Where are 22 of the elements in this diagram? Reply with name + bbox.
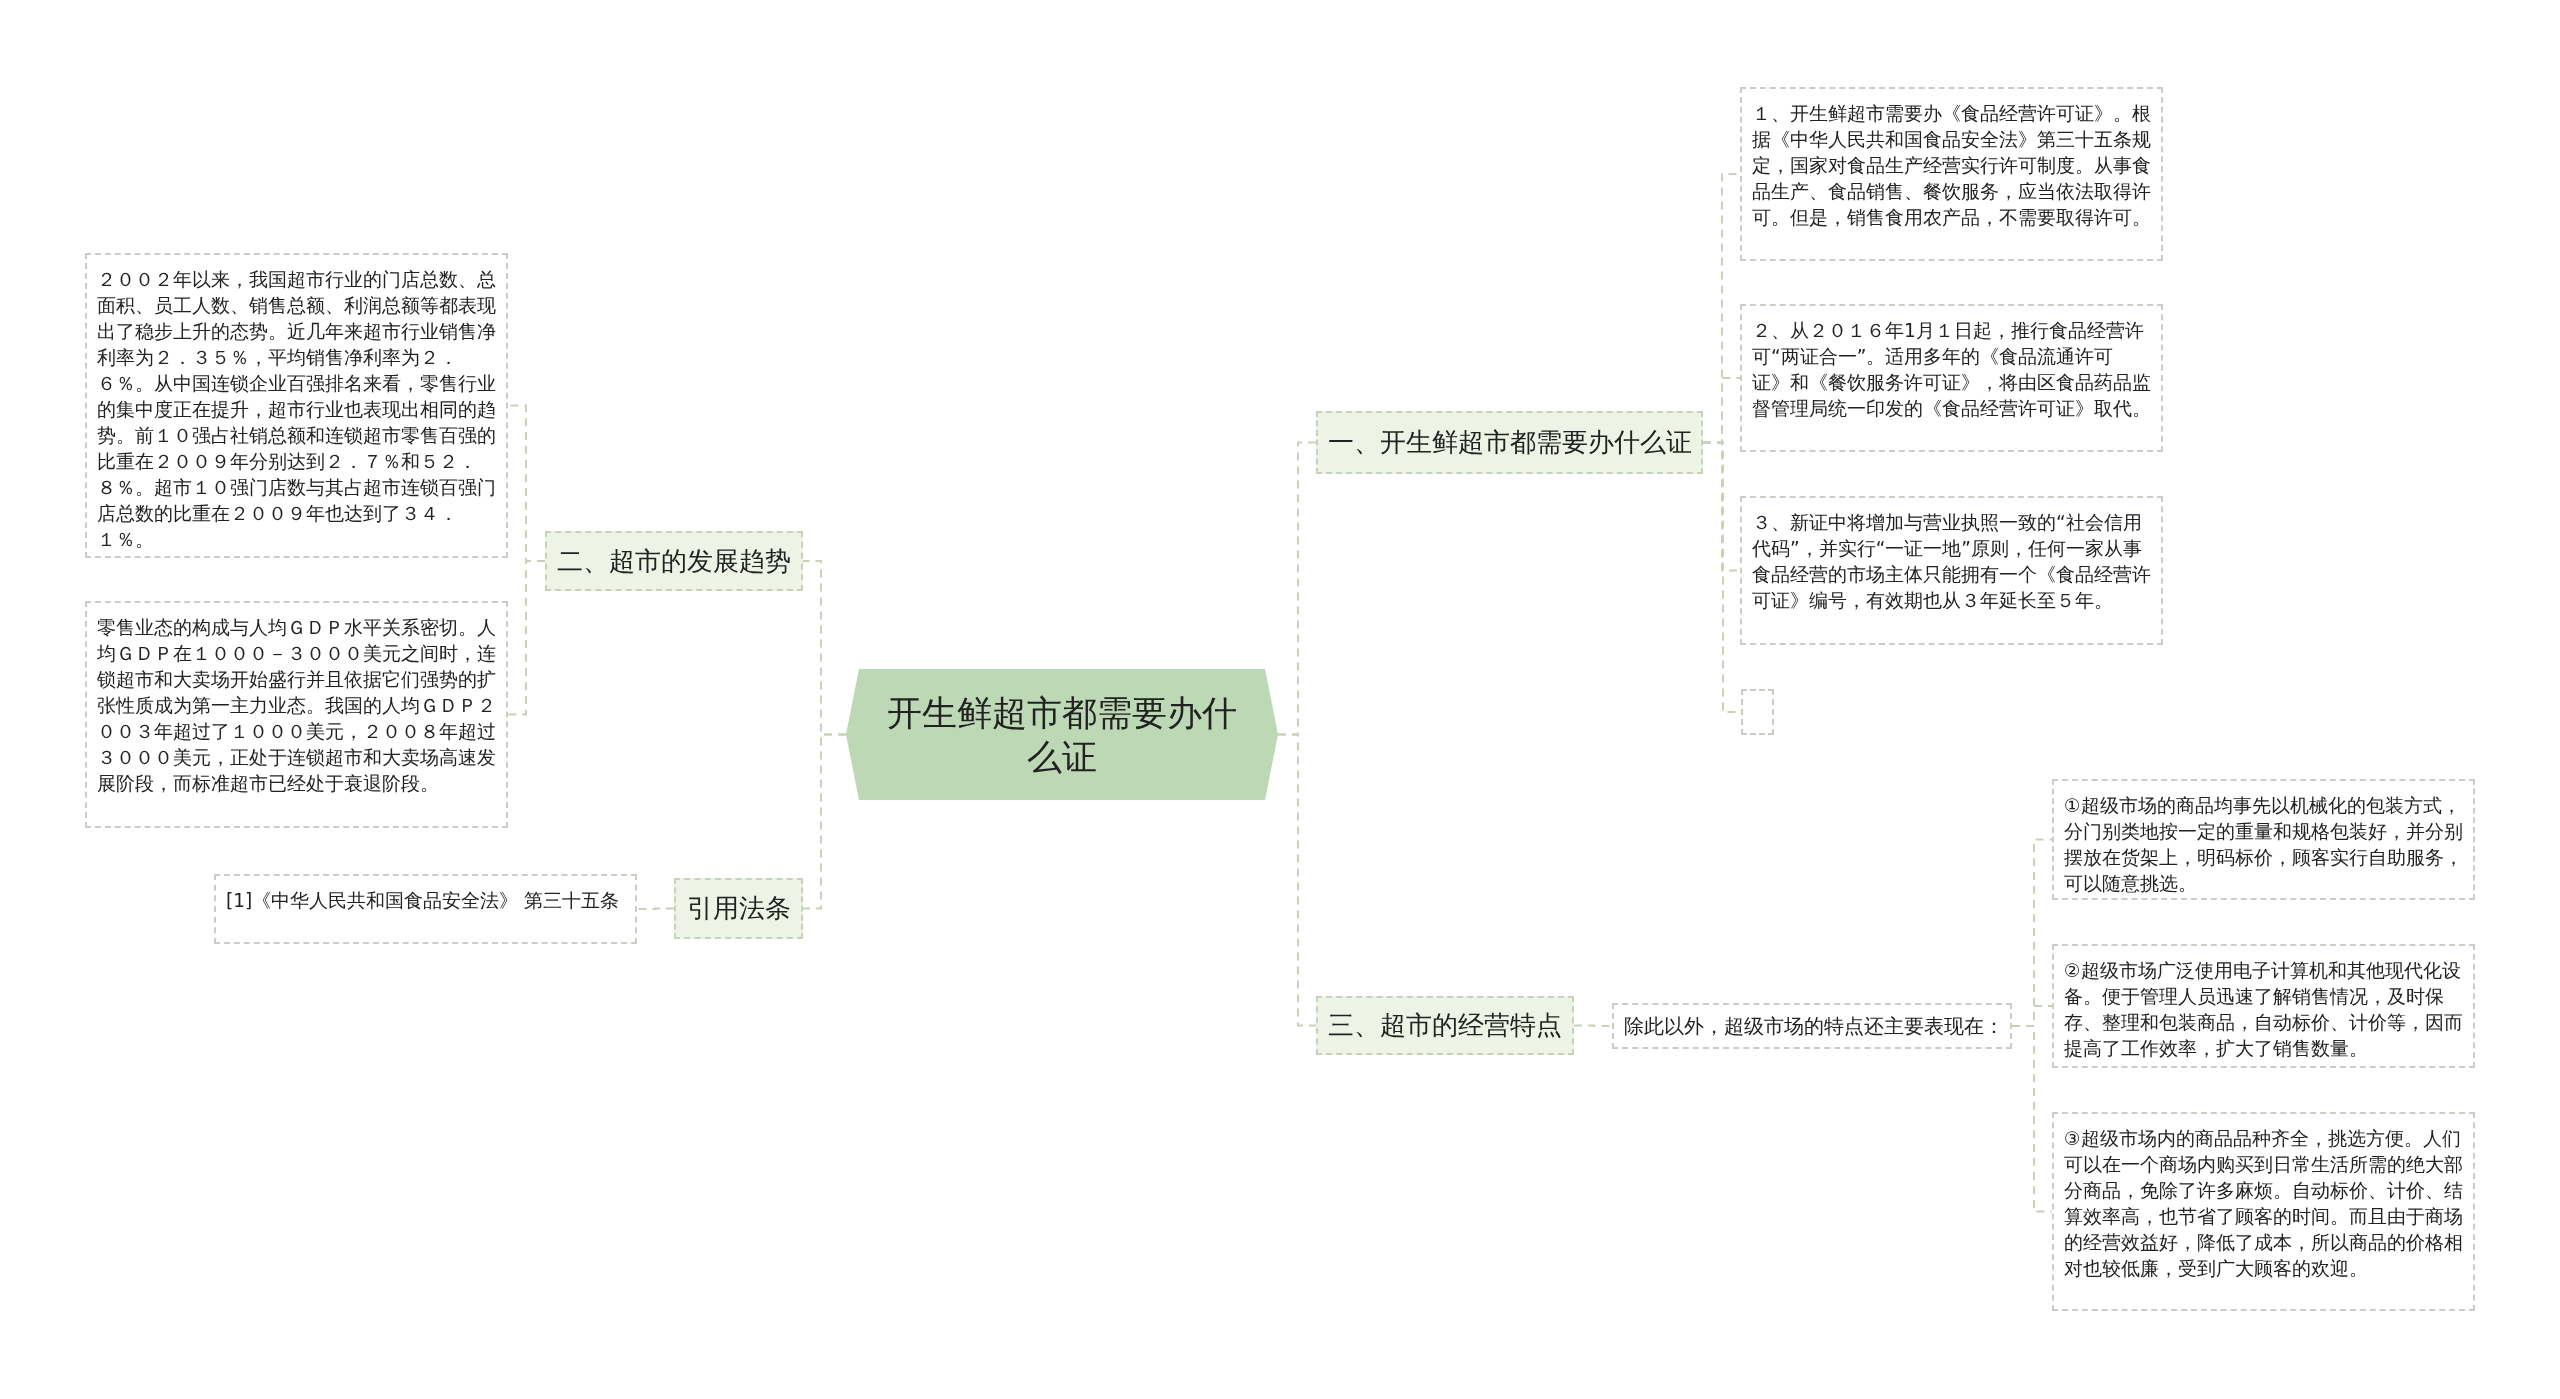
text-box: ①超级市场的商品均事先以机械化的包装方式，分门别类地按一定的重量和规格包装好，并分别摆放在货架上，明码标价，顾客实行自助服务，可以随意挑选。	[2052, 779, 2475, 900]
central-topic: 开生鲜超市都需要办什么证	[846, 669, 1278, 800]
text-box: ②超级市场广泛使用电子计算机和其他现代化设备。便于管理人员迅速了解销售情况，及时保存、整理和包装商品，自动标价、计价等，因而提高了工作效率，扩大了销售数量。	[2052, 944, 2475, 1068]
topic-box: 一、开生鲜超市都需要办什么证	[1316, 411, 1703, 474]
connector-line	[1573, 1024, 1613, 1027]
empty-box	[1741, 689, 1774, 735]
connector-line	[507, 560, 546, 716]
topic-box: 二、超市的发展趋势	[545, 531, 803, 591]
connector-line	[636, 907, 675, 910]
text-box: ２００２年以来，我国超市行业的门店总数、总面积、员工人数、销售总额、利润总额等都表现出了稳步上升的态势。近几年来超市行业销售净利率为２．３５％，平均销售净利率为２．６％。从中国连锁企业百强排名来看，零售行业的集中度正在提升，超市行业也表现出相同的趋势。前１０强占社销总额和连锁超市零售百强的比重在２００９年分别达到２．７％和５２．８％。超市１０强门店数与其占超市连锁百强门店总数的比重在２００９年也达到了３４．１％。	[85, 253, 508, 558]
topic-box: 三、超市的经营特点	[1316, 996, 1574, 1055]
text-box: 除此以外，超级市场的特点还主要表现在：	[1612, 1003, 2012, 1049]
topic-box: 引用法条	[674, 878, 803, 939]
text-box: ③超级市场内的商品品种齐全，挑选方便。人们可以在一个商场内购买到日常生活所需的绝大部分商品，免除了许多麻烦。自动标价、计价、结算效率高，也节省了顾客的时间。而且由于商场的经营效益好，降低了成本，所以商品的价格相对也较低廉，受到广大顾客的欢迎。	[2052, 1112, 2475, 1311]
text-box: ２、从２０１６年1月１日起，推行食品经营许可“两证合一”。适用多年的《食品流通许可证》和《餐饮服务许可证》，将由区食品药品监督管理局统一印发的《食品经营许可证》取代。	[1740, 304, 2163, 452]
text-box: [1]《中华人民共和国食品安全法》 第三十五条	[214, 874, 637, 944]
text-box: １、开生鲜超市需要办《食品经营许可证》。根据《中华人民共和国食品安全法》第三十五条规定，国家对食品生产经营实行许可制度。从事食品生产、食品销售、餐饮服务，应当依法取得许可。但是，销售食用农产品，不需要取得许可。	[1740, 87, 2163, 261]
text-box: ３、新证中将增加与营业执照一致的“社会信用代码”，并实行“一证一地”原则，任何一家从事食品经营的市场主体只能拥有一个《食品经营许可证》编号，有效期也从３年延长至５年。	[1740, 496, 2163, 645]
connector-line	[802, 733, 847, 910]
text-box: 零售业态的构成与人均ＧＤＰ水平关系密切。人均ＧＤＰ在１０００－３０００美元之间时，连锁超市和大卖场开始盛行并且依据它们强势的扩张性质成为第一主力业态。我国的人均ＧＤＰ２００３年超过了１０００美元，２００８年超过３０００美元，正处于连锁超市和大卖场高速发展阶段，而标准超市已经处于衰退阶段。	[85, 601, 508, 828]
connector-line	[1277, 733, 1317, 1027]
connector-line	[2011, 1025, 2053, 1213]
